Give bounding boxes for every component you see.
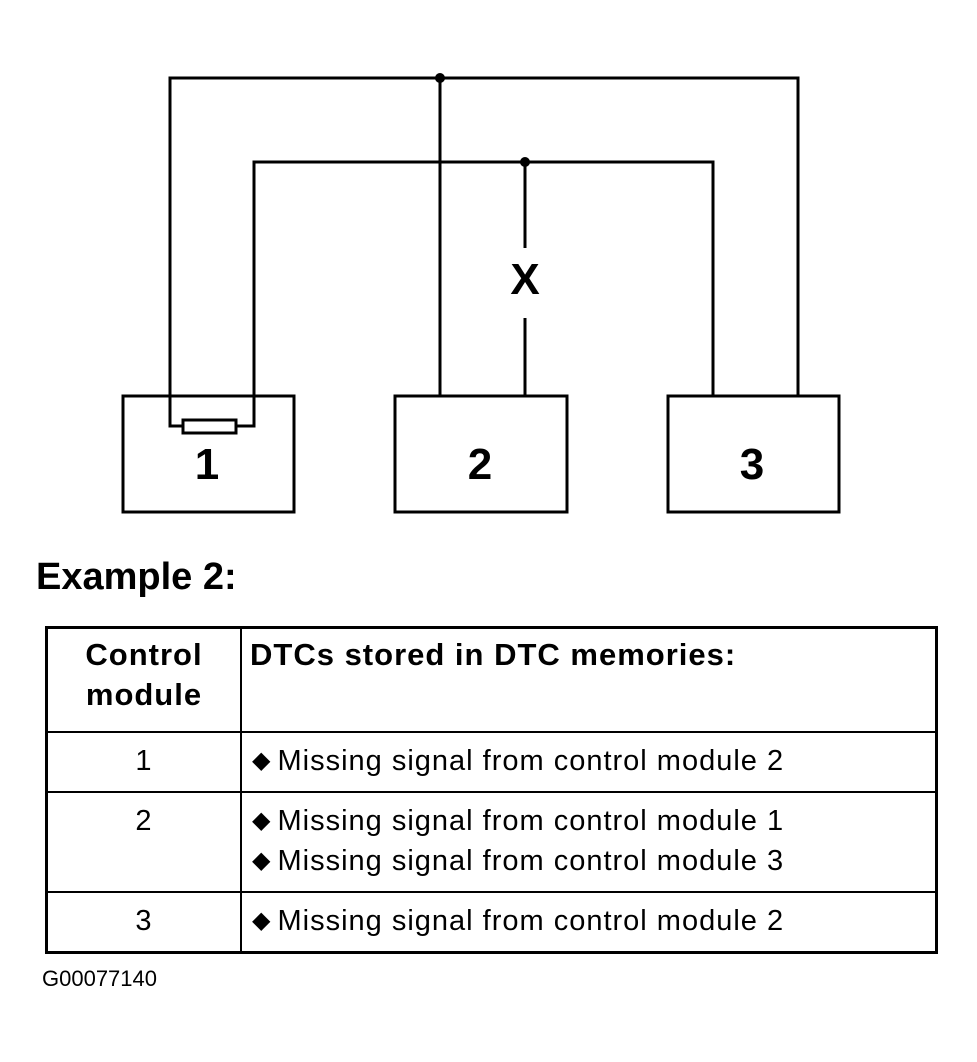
dtc-text: Missing signal from control module 3 (277, 845, 785, 877)
dtc-list-cell: ◆Missing signal from control module 2 (240, 891, 938, 954)
table-body: 1 ◆Missing signal from control module 2 … (45, 731, 938, 954)
dtc-text: Missing signal from control module 2 (277, 905, 785, 937)
diamond-bullet-icon: ◆ (252, 847, 272, 874)
diamond-bullet-icon: ◆ (252, 907, 272, 934)
module-box-2 (393, 394, 569, 514)
module-box-3 (666, 394, 841, 514)
column-header-control-module: Control module (45, 626, 242, 733)
diamond-bullet-icon: ◆ (252, 747, 272, 774)
module-number-cell: 3 (45, 891, 242, 954)
dtc-table: Control module DTCs stored in DTC memori… (45, 626, 938, 954)
module-label-1: 1 (195, 440, 219, 489)
module-box-1 (121, 394, 296, 514)
break-marker: X (510, 255, 539, 304)
terminating-resistor (181, 418, 238, 435)
module-number-cell: 1 (45, 731, 242, 793)
table-row: 1 ◆Missing signal from control module 2 (45, 731, 938, 793)
module-label-2: 2 (468, 440, 492, 489)
inner-bus-wire (252, 160, 715, 396)
resistor-lead-left (168, 396, 183, 428)
junction-dot-outer (435, 73, 445, 83)
dtc-entry: ◆Missing signal from control module 2 (252, 741, 935, 781)
dtc-text: Missing signal from control module 1 (277, 805, 785, 837)
table-row: 3 ◆Missing signal from control module 2 (45, 891, 938, 954)
junction-dot-inner (520, 157, 530, 167)
table-row: 2 ◆Missing signal from control module 1 … (45, 791, 938, 893)
outer-bus-wire (168, 76, 800, 396)
column-header-dtcs: DTCs stored in DTC memories: (240, 626, 938, 733)
dtc-text: Missing signal from control module 2 (277, 745, 785, 777)
module-number-cell: 2 (45, 791, 242, 893)
diamond-bullet-icon: ◆ (252, 807, 272, 834)
wiring-diagram: X 1 2 3 (121, 73, 841, 514)
module-label-3: 3 (740, 440, 764, 489)
resistor-lead-right (236, 396, 256, 428)
dtc-entry: ◆Missing signal from control module 2 (252, 901, 935, 941)
figure-code: G00077140 (42, 966, 157, 991)
dtc-list-cell: ◆Missing signal from control module 2 (240, 731, 938, 793)
dtc-list-cell: ◆Missing signal from control module 1 ◆M… (240, 791, 938, 893)
table-header-row: Control module DTCs stored in DTC memori… (45, 626, 938, 733)
dtc-entry: ◆Missing signal from control module 3 (252, 841, 935, 881)
column-header-module-line-1: Control (85, 637, 203, 672)
dtc-entry: ◆Missing signal from control module 1 (252, 801, 935, 841)
column-header-module-line-2: module (85, 677, 203, 712)
example-heading: Example 2: (36, 556, 237, 598)
